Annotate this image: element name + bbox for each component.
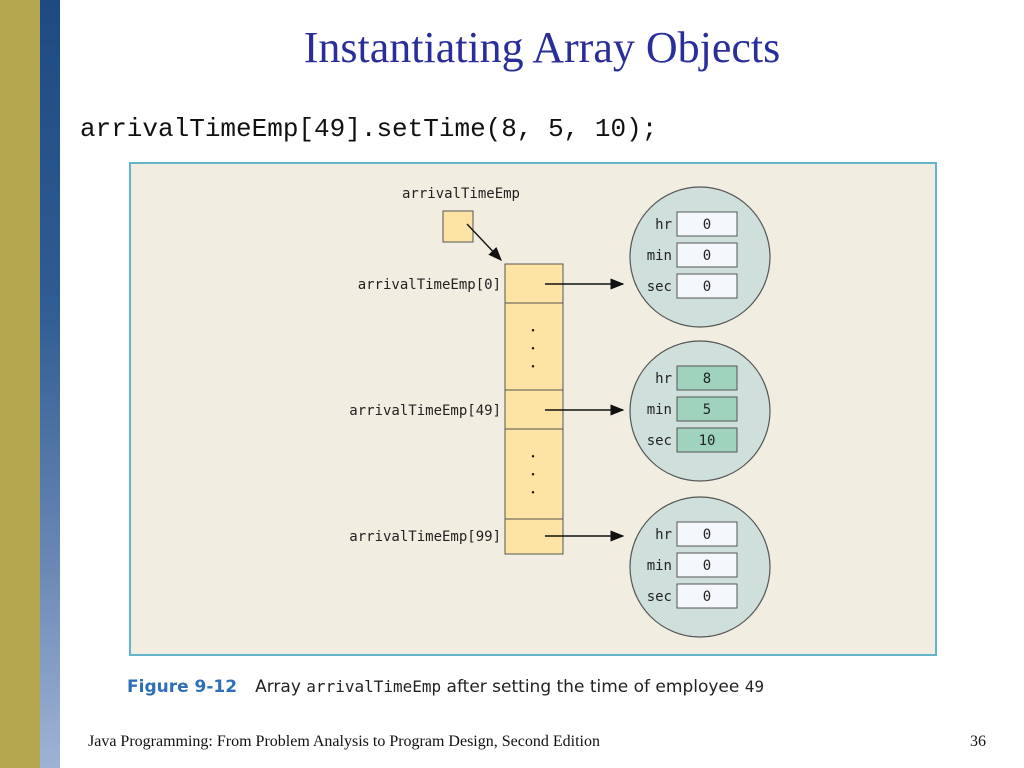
slide-title: Instantiating Array Objects	[303, 23, 781, 72]
field-box-updated	[676, 427, 738, 453]
field-box	[676, 211, 738, 237]
figure-caption: Figure 9-12 Array arrivalTimeEmp after se…	[127, 677, 764, 697]
field-value-min: 0	[703, 248, 711, 264]
left-accent-bar-gold	[0, 0, 40, 768]
field-box	[676, 552, 738, 578]
field-box-updated	[676, 396, 738, 422]
field-label-min: min	[647, 558, 672, 574]
array-diagram: arrivalTimeEmp • • • • • • arrivalTimeEm…	[349, 186, 771, 638]
caption-text-after: after setting the time of employee	[441, 677, 745, 697]
field-box	[676, 521, 738, 547]
figure-panel: arrivalTimeEmp • • • • • • arrivalTimeEm…	[129, 162, 937, 656]
field-value-hr: 0	[703, 217, 711, 233]
field-label-hr: hr	[655, 371, 672, 387]
caption-text-before: Array	[255, 677, 307, 697]
time-object-49: hr 8 min 5 sec 10	[629, 340, 771, 482]
field-box	[676, 242, 738, 268]
left-accent-bar-blue	[40, 0, 60, 768]
field-label-hr: hr	[655, 527, 672, 543]
field-box-updated	[676, 365, 738, 391]
ellipsis-dot: •	[531, 470, 535, 481]
element-label-49: arrivalTimeEmp[49]	[349, 403, 501, 419]
slide-footer: Java Programming: From Problem Analysis …	[88, 733, 600, 750]
figure-label: Figure 9-12	[127, 677, 238, 697]
field-label-hr: hr	[655, 217, 672, 233]
field-label-min: min	[647, 402, 672, 418]
caption-code-number: 49	[744, 677, 765, 696]
ellipsis-dot: •	[531, 344, 535, 355]
field-label-sec: sec	[647, 433, 672, 449]
element-label-0: arrivalTimeEmp[0]	[358, 277, 501, 293]
field-label-sec: sec	[647, 279, 672, 295]
time-object-0: hr 0 min 0 sec 0	[629, 186, 771, 328]
field-value-sec: 10	[699, 433, 716, 449]
reference-variable-label: arrivalTimeEmp	[402, 186, 520, 202]
ellipsis-dot: •	[531, 362, 535, 373]
ellipsis-dot: •	[531, 488, 535, 499]
ellipsis-dot: •	[531, 452, 535, 463]
field-value-sec: 0	[703, 279, 711, 295]
reference-arrow	[466, 223, 502, 262]
reference-variable-box	[442, 210, 474, 243]
code-line: arrivalTimeEmp[49].setTime(8, 5, 10);	[80, 114, 658, 144]
ellipsis-dot: •	[531, 326, 535, 337]
field-box	[676, 583, 738, 609]
array-column	[504, 263, 564, 555]
element-label-99: arrivalTimeEmp[99]	[349, 529, 501, 545]
time-object-99: hr 0 min 0 sec 0	[629, 496, 771, 638]
field-label-sec: sec	[647, 589, 672, 605]
page-number: 36	[970, 733, 986, 750]
caption-code-name: arrivalTimeEmp	[306, 677, 442, 696]
field-value-sec: 0	[703, 589, 711, 605]
field-value-min: 5	[703, 402, 711, 418]
field-value-hr: 8	[703, 371, 711, 387]
field-label-min: min	[647, 248, 672, 264]
field-box	[676, 273, 738, 299]
field-value-hr: 0	[703, 527, 711, 543]
field-value-min: 0	[703, 558, 711, 574]
